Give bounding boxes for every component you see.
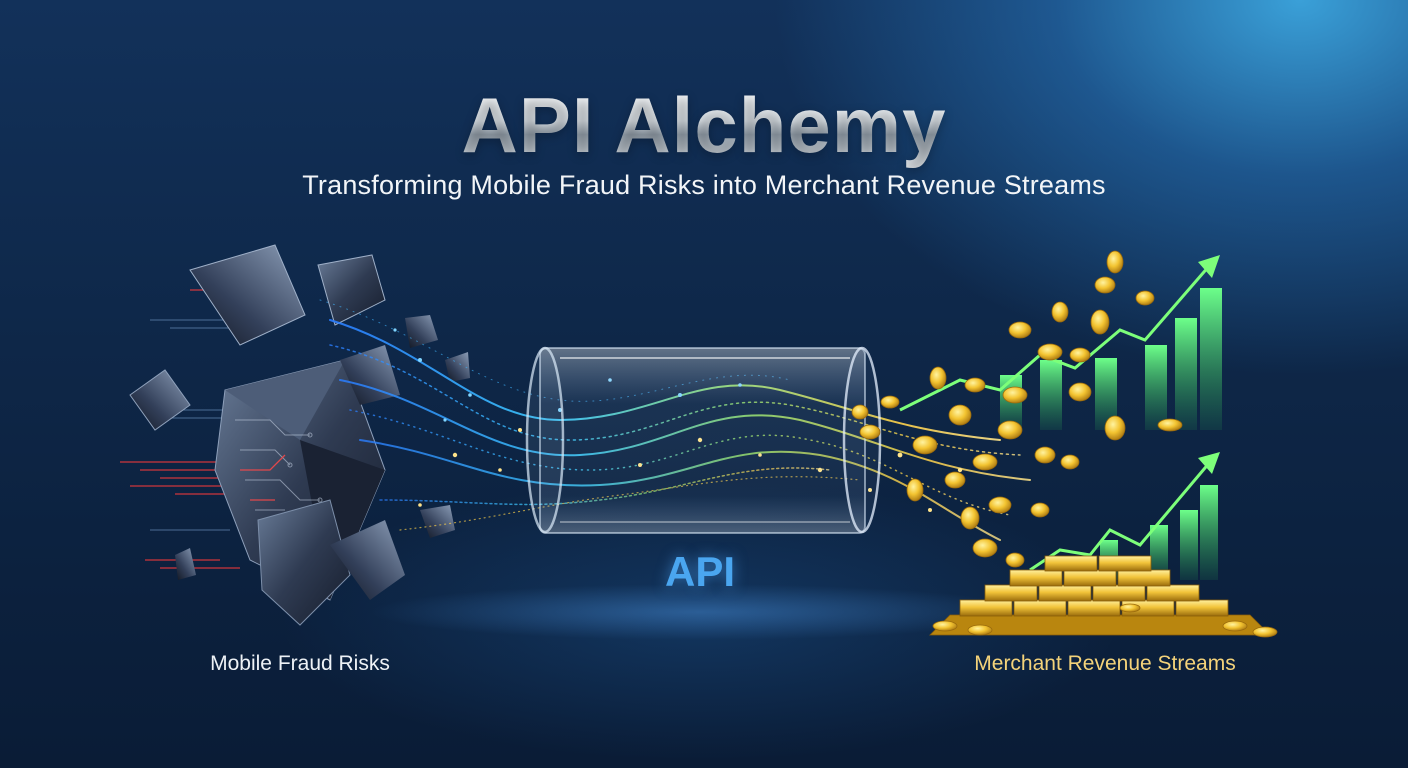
glass-tube-icon [525,346,882,534]
page-subtitle: Transforming Mobile Fraud Risks into Mer… [302,170,1106,200]
api-label: API [664,548,735,595]
page-title: API Alchemy [0,80,1408,171]
shattered-polyhedron-icon [120,244,470,626]
gold-bar-icon [929,555,1271,636]
fraud-risks-label: Mobile Fraud Risks [210,652,390,675]
revenue-streams-label: Merchant Revenue Streams [974,652,1236,675]
gold-coin-icon [851,250,1278,638]
floor-glow [370,584,1030,640]
growth-arrow-icon [1029,461,1212,572]
